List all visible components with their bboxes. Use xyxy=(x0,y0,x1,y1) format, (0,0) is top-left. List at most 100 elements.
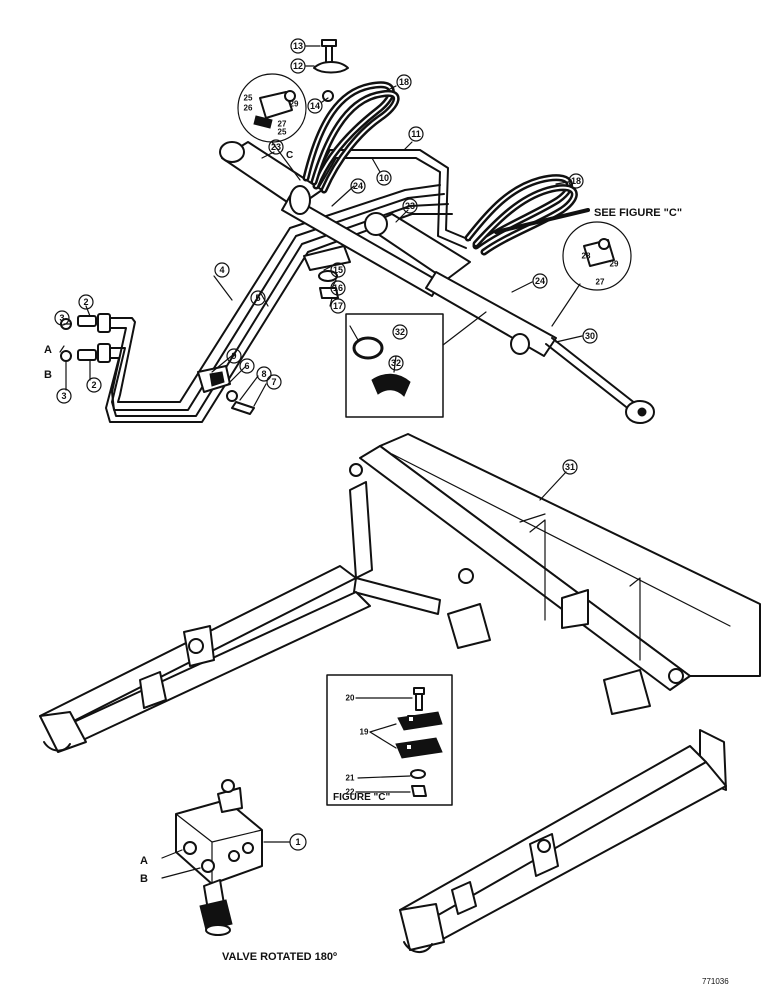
detail-circle-left xyxy=(237,73,307,181)
callout-2b: 2 xyxy=(86,377,102,393)
left-cylinder xyxy=(219,141,441,297)
port-fittings xyxy=(60,313,111,363)
svg-text:25: 25 xyxy=(244,94,253,103)
svg-text:24: 24 xyxy=(353,181,363,191)
c-marker-label: C xyxy=(286,150,293,161)
svg-text:23: 23 xyxy=(405,201,415,211)
svg-text:29: 29 xyxy=(610,260,619,269)
bracket-hardware xyxy=(303,245,351,299)
svg-text:21: 21 xyxy=(346,774,355,783)
svg-text:6: 6 xyxy=(244,361,249,371)
callout-31: 31 xyxy=(562,459,578,475)
svg-text:31: 31 xyxy=(565,462,575,472)
callout-3a: 3 xyxy=(54,310,70,326)
push-frame xyxy=(39,481,727,953)
hoses-right xyxy=(464,174,590,256)
svg-text:28: 28 xyxy=(582,252,591,261)
leader-lines xyxy=(59,45,583,879)
right-cylinder xyxy=(364,212,655,424)
callout-32a: 32 xyxy=(392,324,408,340)
callout-4: 4 xyxy=(214,262,230,278)
dozer-blade xyxy=(349,433,761,715)
svg-text:32: 32 xyxy=(395,327,405,337)
svg-text:20: 20 xyxy=(346,694,355,703)
drawing-number: 771036 xyxy=(702,977,729,986)
svg-text:27: 27 xyxy=(596,278,605,287)
callout-2a: 2 xyxy=(78,294,94,310)
valve-port-a-label: A xyxy=(140,855,148,867)
letter-labels: A B A B C xyxy=(44,150,293,885)
hydraulic-lines xyxy=(105,149,471,423)
svg-text:2: 2 xyxy=(83,297,88,307)
svg-text:4: 4 xyxy=(219,265,224,275)
callout-32b: 32 xyxy=(388,355,404,371)
svg-text:24: 24 xyxy=(535,276,545,286)
svg-text:25: 25 xyxy=(278,128,287,137)
callout-17: 17 xyxy=(330,298,346,314)
callout-7: 7 xyxy=(266,374,282,390)
callout-16: 16 xyxy=(330,280,346,296)
svg-text:27: 27 xyxy=(278,120,287,129)
svg-text:12: 12 xyxy=(293,61,303,71)
detail-circle-right xyxy=(551,221,632,327)
callout-1: 1 xyxy=(289,833,307,851)
figure-c-title: FIGURE "C" xyxy=(333,792,391,803)
svg-text:3: 3 xyxy=(59,313,64,323)
clamp-detail-box xyxy=(345,311,487,418)
callout-23a: 23 xyxy=(268,139,284,155)
svg-text:1: 1 xyxy=(295,837,300,847)
callout-6: 6 xyxy=(239,358,255,374)
callout-9a: 9 xyxy=(226,348,242,364)
callout-18b: 18 xyxy=(568,173,584,189)
svg-text:18: 18 xyxy=(399,77,409,87)
control-valve xyxy=(175,779,263,936)
clamp-hardware xyxy=(226,390,255,415)
figure-c-box xyxy=(326,674,453,806)
callout-10: 10 xyxy=(376,170,392,186)
valve-port-b-label: B xyxy=(140,873,148,885)
svg-text:2: 2 xyxy=(91,380,96,390)
valve-rotated-caption: VALVE ROTATED 180º xyxy=(222,951,337,963)
svg-text:22: 22 xyxy=(346,788,355,797)
callout-24a: 24 xyxy=(350,178,366,194)
callout-13: 13 xyxy=(290,38,306,54)
svg-text:30: 30 xyxy=(585,331,595,341)
svg-text:13: 13 xyxy=(293,41,303,51)
svg-text:14: 14 xyxy=(310,101,320,111)
svg-text:9: 9 xyxy=(231,351,236,361)
svg-text:15: 15 xyxy=(333,265,343,275)
callouts: 13 12 14 18 18 11 10 24 24 23 23 30 31 1… xyxy=(54,38,598,851)
callout-8: 8 xyxy=(256,366,272,382)
svg-text:18: 18 xyxy=(571,176,581,186)
svg-text:8: 8 xyxy=(261,369,266,379)
figure-captions: SEE FIGURE "C" FIGURE "C" VALVE ROTATED … xyxy=(222,207,729,986)
svg-text:17: 17 xyxy=(333,301,343,311)
callout-14: 14 xyxy=(307,98,323,114)
callout-15: 15 xyxy=(330,262,346,278)
svg-text:5: 5 xyxy=(255,293,260,303)
callout-12: 12 xyxy=(290,58,306,74)
svg-text:32: 32 xyxy=(391,358,401,368)
svg-text:7: 7 xyxy=(271,377,276,387)
callout-30: 30 xyxy=(582,328,598,344)
svg-text:29: 29 xyxy=(290,100,299,109)
callout-3b: 3 xyxy=(56,388,72,404)
svg-text:11: 11 xyxy=(411,129,421,139)
svg-text:3: 3 xyxy=(61,391,66,401)
pin-assembly xyxy=(313,39,349,102)
svg-text:19: 19 xyxy=(360,728,369,737)
svg-text:23: 23 xyxy=(271,142,281,152)
callout-5: 5 xyxy=(250,290,266,306)
port-b-label: B xyxy=(44,369,52,381)
callout-18a: 18 xyxy=(396,74,412,90)
callout-23b: 23 xyxy=(402,198,418,214)
svg-text:16: 16 xyxy=(333,283,343,293)
svg-text:10: 10 xyxy=(379,173,389,183)
port-a-label: A xyxy=(44,344,52,356)
svg-text:26: 26 xyxy=(244,104,253,113)
detail-numbers: 25 26 29 27 25 28 29 27 20 19 21 22 xyxy=(244,94,619,797)
see-figure-c-label: SEE FIGURE "C" xyxy=(594,207,682,219)
callout-24b: 24 xyxy=(532,273,548,289)
callout-11: 11 xyxy=(408,126,424,142)
